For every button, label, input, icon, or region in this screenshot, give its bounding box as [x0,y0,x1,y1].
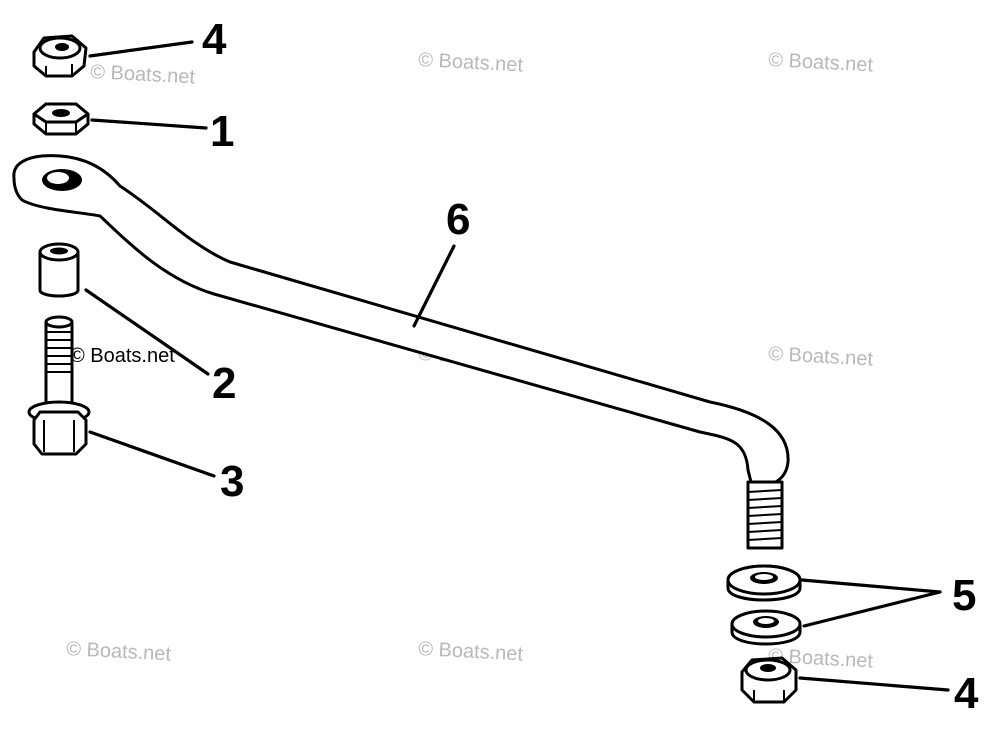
callout-nut-bottom: 4 [954,669,979,718]
callout-numbers: 4 1 2 3 6 5 4 [202,15,979,718]
spacer-sleeve [38,242,80,298]
watermark-dark: © Boats.net [70,345,175,367]
lock-nut-top [32,34,88,78]
watermark-2: © Boats.net [418,49,524,76]
watermark-3: © Boats.net [768,49,874,76]
callout-hex-nut: 1 [210,107,234,156]
washer-lower [730,609,802,646]
leader-lines [84,40,950,692]
link-rod [12,154,790,550]
bolt-threads [46,331,72,373]
callout-bolt: 3 [220,457,244,506]
hex-nut [32,102,90,136]
washer-upper [726,564,802,602]
callout-nut-top: 4 [202,15,227,64]
lock-nut-bottom [740,656,798,704]
stud-threads [747,489,783,541]
watermark-1: © Boats.net [90,61,196,88]
watermark-6: © Boats.net [66,638,172,665]
watermark-5: © Boats.net [768,343,874,370]
flange-bolt [27,315,91,456]
callout-spacer: 2 [212,359,236,408]
callout-washers: 5 [952,571,976,620]
watermark-7: © Boats.net [418,638,524,665]
callout-link-rod: 6 [446,195,470,244]
